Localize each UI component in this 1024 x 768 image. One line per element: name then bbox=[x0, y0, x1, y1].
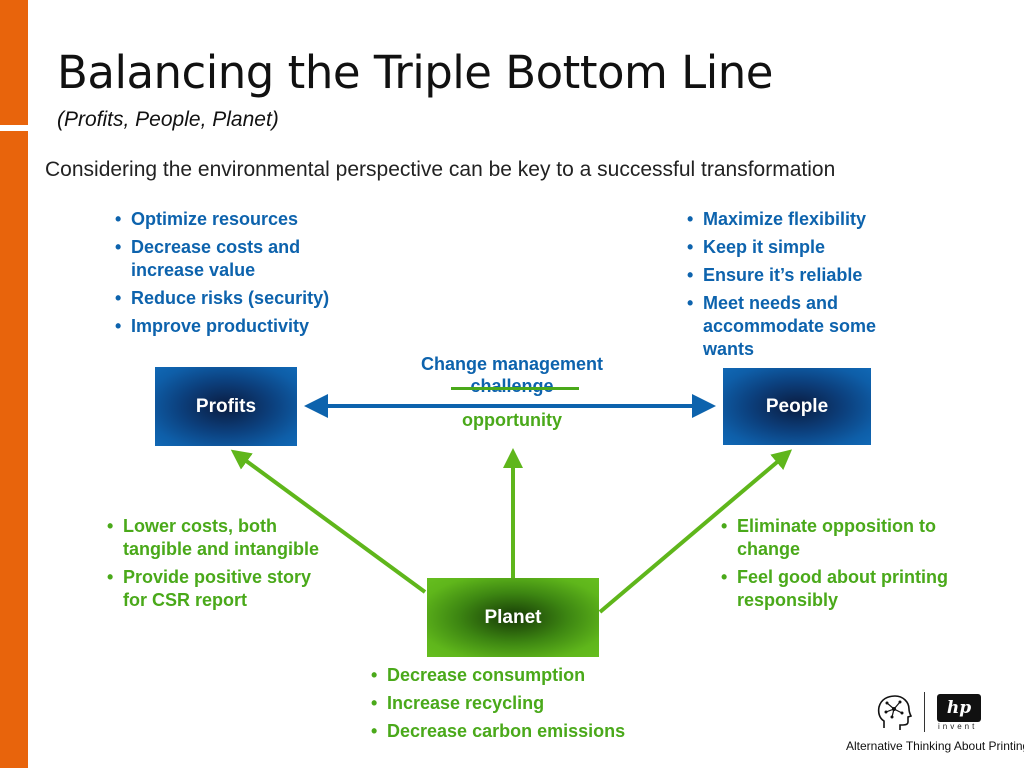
change-management-label: Change management bbox=[420, 354, 604, 374]
accent-bar-top bbox=[0, 0, 28, 125]
list-item: Decrease costs and increase value bbox=[115, 236, 365, 282]
list-item: Decrease consumption bbox=[371, 664, 671, 687]
profits-box: Profits bbox=[155, 367, 297, 446]
planet-benefits-list: Decrease consumption Increase recycling … bbox=[371, 664, 671, 748]
planet-people-arrow bbox=[598, 449, 793, 614]
slide-title: Balancing the Triple Bottom Line bbox=[57, 46, 773, 99]
list-item: Eliminate opposition to change bbox=[721, 515, 981, 561]
accent-bar-bottom bbox=[0, 131, 28, 768]
list-item: Increase recycling bbox=[371, 692, 671, 715]
people-box: People bbox=[723, 368, 871, 445]
strikethrough-line bbox=[451, 387, 579, 390]
list-item: Lower costs, both tangible and intangibl… bbox=[107, 515, 337, 561]
list-item: Optimize resources bbox=[115, 208, 365, 231]
thinking-head-icon bbox=[877, 695, 912, 730]
list-item: Meet needs and accommodate some wants bbox=[687, 292, 917, 361]
people-benefits-list: Maximize flexibility Keep it simple Ensu… bbox=[687, 208, 917, 366]
opportunity-label: opportunity bbox=[462, 410, 562, 430]
slide-subtitle: (Profits, People, Planet) bbox=[57, 108, 279, 131]
list-item: Keep it simple bbox=[687, 236, 917, 259]
invent-wordmark: invent bbox=[938, 722, 978, 731]
planet-profits-arrow bbox=[230, 449, 427, 594]
list-item: Provide positive story for CSR report bbox=[107, 566, 337, 612]
list-item: Maximize flexibility bbox=[687, 208, 917, 231]
footer-slogan: Alternative Thinking About Printing bbox=[846, 739, 1024, 753]
planet-to-profits-list: Lower costs, both tangible and intangibl… bbox=[107, 515, 337, 617]
logo-divider bbox=[924, 692, 925, 732]
list-item: Decrease carbon emissions bbox=[371, 720, 671, 743]
profits-benefits-list: Optimize resources Decrease costs and in… bbox=[115, 208, 365, 343]
planet-box: Planet bbox=[427, 578, 599, 657]
hp-logo: hp bbox=[937, 694, 981, 722]
list-item: Reduce risks (security) bbox=[115, 287, 365, 310]
slide-tagline: Considering the environmental perspectiv… bbox=[45, 158, 836, 181]
list-item: Feel good about printing responsibly bbox=[721, 566, 981, 612]
list-item: Ensure it’s reliable bbox=[687, 264, 917, 287]
challenge-label: challenge bbox=[470, 376, 554, 396]
list-item: Improve productivity bbox=[115, 315, 365, 338]
planet-to-people-list: Eliminate opposition to change Feel good… bbox=[721, 515, 981, 617]
